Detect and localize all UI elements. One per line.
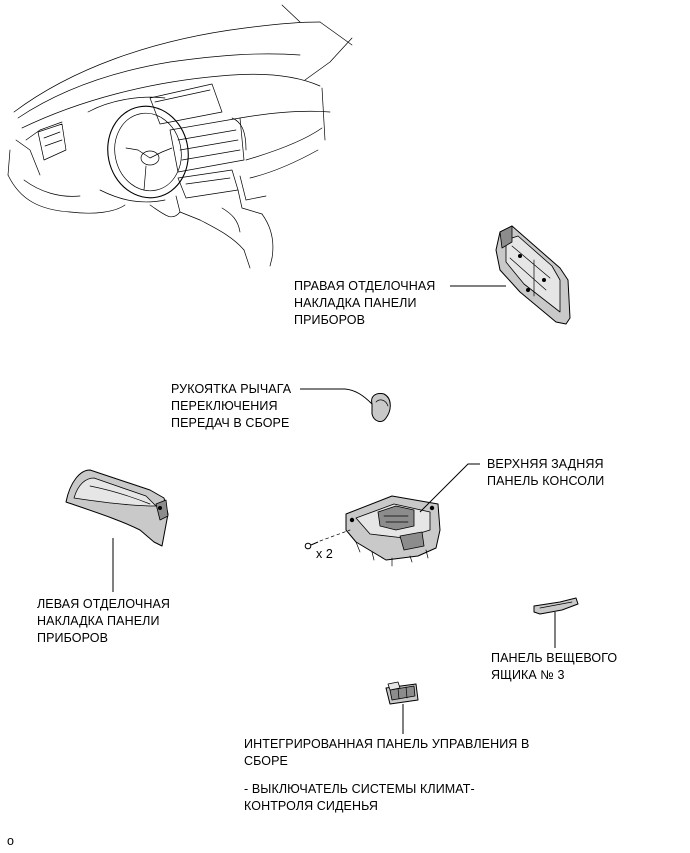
label-line: РУКОЯТКА РЫЧАГА	[171, 382, 292, 396]
label-right-instrument-panel-trim: ПРАВАЯ ОТДЕЛОЧНАЯ НАКЛАДКА ПАНЕЛИ ПРИБОР…	[294, 278, 435, 329]
right-instrument-panel-trim-part	[495, 225, 571, 325]
label-line: - ВЫКЛЮЧАТЕЛЬ СИСТЕМЫ КЛИМАТ-	[244, 782, 475, 796]
label-glove-box-panel-3: ПАНЕЛЬ ВЕЩЕВОГО ЯЩИКА № 3	[491, 650, 617, 684]
label-rear-upper-console-panel: ВЕРХНЯЯ ЗАДНЯЯ ПАНЕЛЬ КОНСОЛИ	[487, 456, 604, 490]
label-line: ПАНЕЛЬ ВЕЩЕВОГО	[491, 651, 618, 665]
label-line: ПРИБОРОВ	[294, 313, 366, 327]
label-line: НАКЛАДКА ПАНЕЛИ	[37, 614, 160, 628]
left-instrument-panel-trim-part	[65, 469, 169, 547]
label-integrated-control-panel: ИНТЕГРИРОВАННАЯ ПАНЕЛЬ УПРАВЛЕНИЯ В СБОР…	[244, 736, 529, 770]
label-line: ПЕРЕКЛЮЧЕНИЯ	[171, 399, 278, 413]
label-line: ЛЕВАЯ ОТДЕЛОЧНАЯ	[37, 597, 171, 611]
label-line: ВЕРХНЯЯ ЗАДНЯЯ	[487, 457, 604, 471]
shift-knob-leader-line	[300, 388, 373, 405]
label-line: НАКЛАДКА ПАНЕЛИ	[294, 296, 417, 310]
rear-console-leader-line	[419, 463, 480, 513]
label-line: ПРИБОРОВ	[37, 631, 109, 645]
corner-mark: o	[7, 834, 15, 848]
screw-quantity-label: x 2	[316, 547, 333, 561]
label-line: СБОРЕ	[244, 754, 288, 768]
label-line: ПЕРЕДАЧ В СБОРЕ	[171, 416, 290, 430]
label-line: ПРАВАЯ ОТДЕЛОЧНАЯ	[294, 279, 436, 293]
label-seat-climate-switch-note: - ВЫКЛЮЧАТЕЛЬ СИСТЕМЫ КЛИМАТ- КОНТРОЛЯ С…	[244, 781, 475, 815]
screw-icon	[304, 529, 351, 550]
rear-upper-console-panel-part	[345, 495, 441, 567]
label-line: ПАНЕЛЬ КОНСОЛИ	[487, 474, 605, 488]
shift-lever-knob-part	[371, 393, 391, 422]
label-line: ИНТЕГРИРОВАННАЯ ПАНЕЛЬ УПРАВЛЕНИЯ В	[244, 737, 530, 751]
label-line: ЯЩИКА № 3	[491, 668, 565, 682]
label-line: КОНТРОЛЯ СИДЕНЬЯ	[244, 799, 378, 813]
label-shift-lever-knob: РУКОЯТКА РЫЧАГА ПЕРЕКЛЮЧЕНИЯ ПЕРЕДАЧ В С…	[171, 381, 291, 432]
label-left-instrument-panel-trim: ЛЕВАЯ ОТДЕЛОЧНАЯ НАКЛАДКА ПАНЕЛИ ПРИБОРО…	[37, 596, 170, 647]
glove-box-panel-3-part	[533, 597, 579, 615]
integrated-control-panel-part	[385, 681, 419, 705]
dashboard-overview-illustration	[7, 4, 353, 269]
